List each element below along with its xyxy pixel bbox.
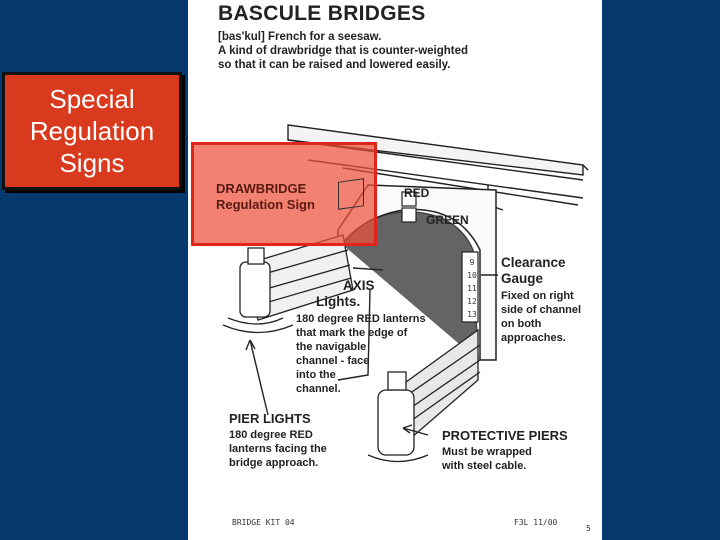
gauge-number: 12	[467, 297, 477, 306]
gauge-number: 10	[467, 271, 477, 280]
axis-title-line: Lights.	[316, 294, 361, 309]
axis-desc-line: into the	[296, 369, 336, 381]
protective-piers-desc: Must be wrapped with steel cable.	[442, 445, 532, 473]
right-pier	[367, 328, 481, 463]
highlight-label: DRAWBRIDGE Regulation Sign	[216, 181, 315, 213]
definition-line: [bas'kul] French for a seesaw.	[218, 31, 382, 43]
definition-line: so that it can be raised and lowered eas…	[218, 59, 451, 71]
protective-piers-title: PROTECTIVE PIERS	[442, 428, 568, 443]
slide-title-line: Signs	[59, 148, 125, 178]
axis-lights-desc: 180 degree RED lanterns that mark the ed…	[296, 312, 426, 396]
piers-desc-line: with steel cable.	[442, 460, 527, 472]
axis-desc-line: channel.	[296, 383, 341, 395]
clearance-gauge	[461, 251, 479, 323]
clearance-desc-line: on both	[501, 318, 542, 330]
gauge-number: 13	[467, 310, 477, 319]
axis-desc-line: 180 degree RED lanterns	[296, 313, 426, 325]
red-label: RED	[404, 186, 430, 200]
piers-desc-line: Must be wrapped	[442, 446, 532, 458]
definition-text: [bas'kul] French for a seesaw. A kind of…	[218, 30, 468, 72]
clearance-desc-line: side of channel	[501, 304, 582, 316]
pier-lights-title: PIER LIGHTS	[229, 411, 311, 426]
pier-desc-line: lanterns facing the	[229, 443, 327, 455]
pier-lights-desc: 180 degree RED lanterns facing the bridg…	[229, 428, 327, 470]
clearance-desc-line: Fixed on right	[501, 290, 574, 302]
bridge-illustration	[222, 124, 589, 463]
clearance-title-line: Clearance	[501, 255, 566, 270]
drawbridge-sign-highlight	[191, 142, 377, 246]
document-page: BASCULE BRIDGES [bas'kul] French for a s…	[188, 0, 602, 540]
slide-title-line: Special	[49, 84, 135, 114]
gauge-number: 9	[469, 258, 475, 267]
slide-title-line: Regulation	[29, 116, 155, 146]
signal-signs	[401, 191, 417, 223]
gauge-numbers: 9 10 11 12 13	[466, 256, 478, 321]
footer-center: F3L 11/00	[514, 518, 558, 527]
axis-desc-line: the navigable	[296, 341, 367, 353]
pier-desc-line: bridge approach.	[229, 457, 319, 469]
regulation-sign-icon	[338, 178, 364, 210]
green-label: GREEN	[426, 213, 469, 227]
left-pier	[222, 234, 354, 334]
axis-title-line: AXIS	[343, 278, 375, 293]
highlight-label-line: Regulation Sign	[216, 197, 315, 212]
clearance-title-line: Gauge	[501, 271, 544, 286]
clearance-desc-line: approaches.	[501, 332, 566, 344]
slide-title: Special Regulation Signs	[2, 72, 182, 190]
gauge-number: 11	[467, 284, 477, 293]
axis-lights-title: AXIS Lights.	[316, 278, 375, 310]
axis-desc-line: that mark the edge of	[296, 327, 408, 339]
definition-line: A kind of drawbridge that is counter-wei…	[218, 45, 469, 57]
callout-arrows	[245, 267, 498, 436]
footer-left: BRIDGE KIT 04	[232, 518, 295, 527]
pier-desc-line: 180 degree RED	[229, 429, 313, 441]
clearance-gauge-title: Clearance Gauge	[501, 255, 566, 287]
page-number: 5	[586, 524, 591, 533]
document-heading: BASCULE BRIDGES	[218, 2, 426, 25]
highlight-label-line: DRAWBRIDGE	[216, 181, 307, 196]
axis-desc-line: channel - face	[296, 355, 370, 367]
clearance-gauge-desc: Fixed on right side of channel on both a…	[501, 289, 581, 345]
